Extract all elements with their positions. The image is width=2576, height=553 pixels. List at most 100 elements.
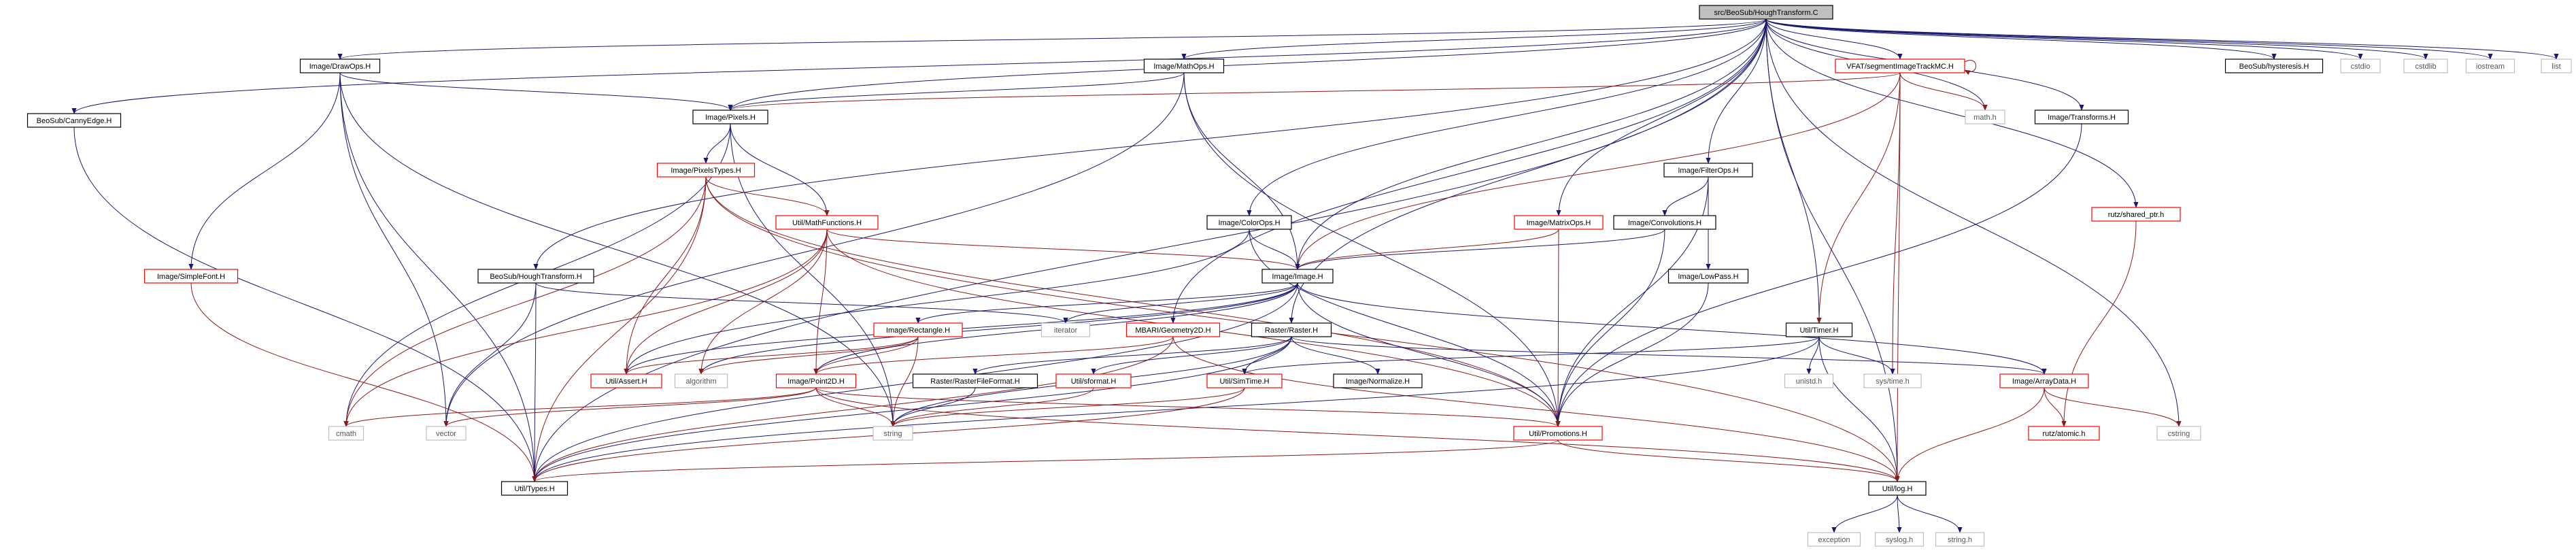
edge-image-to-rectangle: [915, 282, 1298, 324]
node-transforms[interactable]: Image/Transforms.H: [2034, 110, 2129, 124]
node-vfat[interactable]: VFAT/segmentImageTrackMC.H: [1835, 58, 1965, 73]
node-image[interactable]: Image/Image.H: [1261, 269, 1334, 284]
node-arraydata[interactable]: Image/ArrayData.H: [1999, 373, 2089, 388]
node-box: [1125, 322, 1221, 337]
node-box: [2156, 426, 2201, 441]
edge-simplefont-to-types: [190, 282, 537, 482]
edge-convolutions-to-promotions: [1555, 229, 1665, 427]
node-cannyedge[interactable]: BeoSub/CannyEdge.H: [27, 113, 122, 128]
edge-arraydata-to-cstring: [2044, 387, 2182, 427]
node-box: [1251, 322, 1332, 337]
node-label: Image/Point2D.H: [787, 378, 845, 386]
node-assert[interactable]: Util/Assert.H: [590, 373, 662, 388]
node-label: Raster/Raster.H: [1265, 326, 1318, 335]
node-root[interactable]: src/BeoSub/HoughTransform.C: [1699, 5, 1833, 20]
node-label: iostream: [2476, 63, 2505, 71]
edge-transforms-to-promotions: [1555, 123, 2082, 427]
node-sharedptr[interactable]: rutz/shared_ptr.h: [2091, 207, 2181, 222]
node-label: unistd.h: [1796, 378, 1823, 386]
node-sformat[interactable]: Util/sformat.H: [1055, 373, 1132, 388]
node-label: algorithm: [685, 378, 716, 386]
node-box: [1040, 322, 1091, 337]
node-stringh: string.h: [1935, 532, 1985, 547]
node-label: string.h: [1948, 536, 1972, 544]
edge-root-to-image: [1295, 18, 1767, 270]
edge-raster-to-arraydata: [1291, 336, 2047, 375]
edge-pixels-to-pixelstypes: [703, 123, 731, 164]
node-mathops[interactable]: Image/MathOps.H: [1143, 58, 1225, 73]
node-rasterfileformat[interactable]: Raster/RasterFileFormat.H: [912, 373, 1038, 388]
edge-sformat-to-string: [890, 387, 1094, 427]
edge-vfat-to-vfat: [1964, 60, 1976, 76]
edge-image-to-iterator: [1063, 282, 1298, 324]
node-box: [1663, 163, 1753, 178]
node-promotions[interactable]: Util/Promotions.H: [1513, 426, 1603, 441]
node-pixels[interactable]: Image/Pixels.H: [692, 110, 768, 124]
node-point2d[interactable]: Image/Point2D.H: [775, 373, 857, 388]
node-matrixops[interactable]: Image/MatrixOps.H: [1514, 215, 1604, 230]
edge-drawops-to-simplefont: [188, 72, 341, 270]
edge-timer-to-log: [1818, 336, 1900, 482]
node-hysteresis[interactable]: BeoSub/hysteresis.H: [2224, 58, 2324, 73]
edge-root-to-raster: [1289, 18, 1767, 324]
node-pixelstypes[interactable]: Image/PixelsTypes.H: [656, 163, 756, 178]
edge-drawops-to-types: [339, 72, 537, 482]
node-box: [656, 163, 756, 178]
edge-timer-to-simtime: [1242, 336, 1820, 375]
node-vector: vector: [426, 426, 467, 441]
node-list: list: [2541, 58, 2572, 73]
node-atomic[interactable]: rutz/atomic.h: [2028, 426, 2100, 441]
node-mbari[interactable]: MBARI/Geometry2D.H: [1125, 322, 1221, 337]
edge-root-to-matrixops: [1556, 18, 1767, 216]
edge-colorops-to-promotions: [1249, 229, 1561, 427]
node-label: BeoSub/HoughTransform.H: [490, 273, 581, 281]
node-box: [2340, 58, 2381, 73]
node-raster[interactable]: Raster/Raster.H: [1251, 322, 1332, 337]
node-simtime[interactable]: Util/SimTime.H: [1206, 373, 1283, 388]
node-mathh: math.h: [1965, 110, 2005, 124]
node-log[interactable]: Util/log.H: [1868, 481, 1927, 496]
node-label: iterator: [1054, 326, 1078, 335]
node-houghh[interactable]: BeoSub/HoughTransform.H: [477, 269, 594, 284]
node-cstring: cstring: [2156, 426, 2201, 441]
edge-mathfunctions-to-cmath: [343, 229, 828, 427]
node-box: [1667, 269, 1749, 284]
node-box: [873, 322, 963, 337]
node-colorops[interactable]: Image/ColorOps.H: [1206, 215, 1292, 230]
node-mathfunctions[interactable]: Util/MathFunctions.H: [775, 215, 879, 230]
node-box: [1935, 532, 1985, 547]
node-drawops[interactable]: Image/DrawOps.H: [299, 58, 381, 73]
node-label: Image/ColorOps.H: [1218, 219, 1280, 227]
node-box: [1863, 373, 1922, 388]
edge-root-to-mathops: [1181, 18, 1767, 60]
node-filterops[interactable]: Image/FilterOps.H: [1663, 163, 1753, 178]
node-convolutions[interactable]: Image/Convolutions.H: [1613, 215, 1716, 230]
node-simplefont[interactable]: Image/SimpleFont.H: [143, 269, 239, 284]
node-label: Image/ArrayData.H: [2012, 378, 2076, 386]
edge-root-to-log: [1765, 18, 1900, 482]
edge-matrixops-to-promotions: [1555, 229, 1561, 427]
node-normalize[interactable]: Image/Normalize.H: [1333, 373, 1423, 388]
edge-mathops-to-vector: [443, 72, 1185, 427]
node-rectangle[interactable]: Image/Rectangle.H: [873, 322, 963, 337]
edge-root-to-filterops: [1706, 18, 1767, 164]
edge-filterops-to-convolutions: [1662, 176, 1709, 216]
node-box: [477, 269, 594, 284]
edge-raster-to-sformat: [1091, 336, 1292, 375]
node-box: [299, 58, 381, 73]
node-types[interactable]: Util/Types.H: [501, 481, 569, 496]
edge-mathfunctions-to-assert: [624, 229, 828, 375]
edge-simtime-to-string: [890, 387, 1245, 427]
node-cmath: cmath: [328, 426, 365, 441]
node-box: [775, 373, 857, 388]
edge-root-to-cstdio: [1765, 18, 2363, 60]
node-label: Util/SimTime.H: [1220, 378, 1270, 386]
node-box: [1143, 58, 1225, 73]
edge-point2d-to-promotions: [815, 387, 1561, 427]
node-label: cmath: [336, 430, 356, 438]
node-label: sys/time.h: [1876, 378, 1910, 386]
node-label: Image/LowPass.H: [1678, 273, 1738, 281]
node-timer[interactable]: Util/Timer.H: [1785, 322, 1853, 337]
edge-arraydata-to-log: [1895, 387, 2045, 482]
node-lowpass[interactable]: Image/LowPass.H: [1667, 269, 1749, 284]
